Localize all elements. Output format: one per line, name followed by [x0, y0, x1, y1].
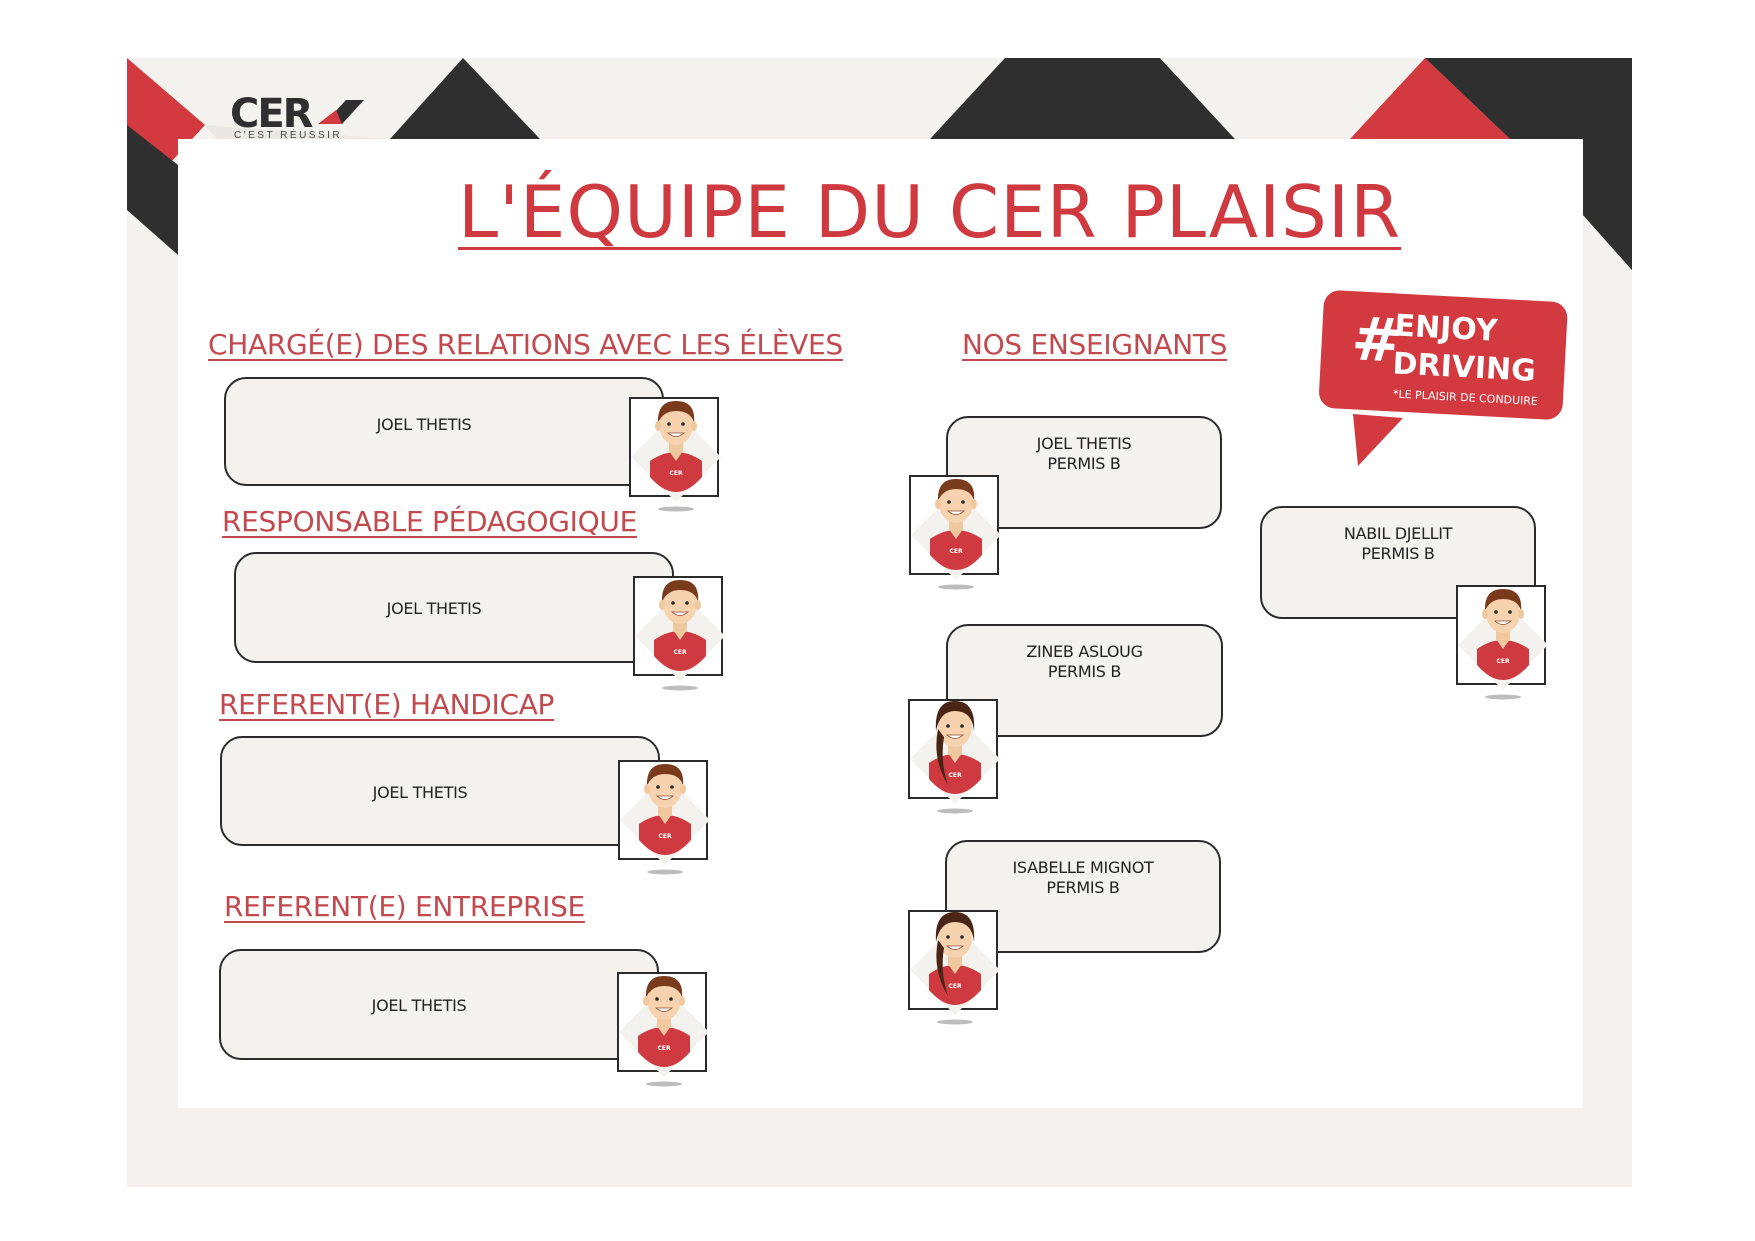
female-instructor-icon: CER — [908, 699, 1000, 814]
page-title: L'ÉQUIPE DU CER PLAISIR — [458, 170, 1402, 254]
teacher-role: PERMIS B — [1047, 662, 1122, 681]
cer-logo: CER C'EST RÉUSSIR — [230, 92, 370, 142]
teacher-name: ISABELLE MIGNOT — [1012, 858, 1154, 877]
logo-wordmark: CER — [230, 91, 313, 137]
speech-bubble-icon — [1319, 290, 1568, 466]
teacher-role: PERMIS B — [1047, 454, 1121, 473]
badge-subtitle: *LE PLAISIR DE CONDUIRE — [1392, 387, 1539, 409]
logo-tagline: C'EST RÉUSSIR — [234, 130, 343, 141]
male-instructor-icon: CER — [1456, 585, 1548, 700]
female-instructor-icon: CER — [908, 910, 1000, 1025]
badge-line1: ENJOY — [1393, 308, 1499, 349]
male-avatar-icon: CER — [629, 397, 721, 512]
teacher-name: ZINEB ASLOUG — [1026, 642, 1143, 661]
heading-entreprise: REFERENT(E) ENTREPRISE — [224, 890, 585, 923]
heading-teachers: NOS ENSEIGNANTS — [962, 328, 1228, 361]
staff-card-pedagogique: JOEL THETIS — [234, 552, 674, 663]
male-instructor-icon: CER — [909, 475, 1001, 590]
staff-name: JOEL THETIS — [386, 599, 482, 618]
svg-text:CER: CER — [948, 772, 962, 779]
male-avatar-icon: CER — [618, 760, 710, 875]
staff-card-entreprise: JOEL THETIS — [219, 949, 659, 1060]
teacher-card: ISABELLE MIGNOT PERMIS B — [945, 840, 1221, 953]
teacher-name: NABIL DJELLIT — [1343, 524, 1453, 543]
teacher-card: NABIL DJELLIT PERMIS B — [1260, 506, 1536, 619]
svg-text:CER: CER — [657, 1045, 671, 1052]
staff-name: JOEL THETIS — [376, 415, 472, 434]
heading-relations: CHARGÉ(E) DES RELATIONS AVEC LES ÉLÈVES — [208, 328, 843, 361]
svg-text:CER: CER — [673, 649, 687, 656]
svg-text:CER: CER — [669, 470, 683, 477]
staff-card-handicap: JOEL THETIS — [220, 736, 660, 846]
teacher-role: PERMIS B — [1046, 878, 1120, 897]
heading-pedagogique: RESPONSABLE PÉDAGOGIQUE — [222, 505, 637, 538]
teacher-name: JOEL THETIS — [1036, 434, 1132, 453]
svg-text:CER: CER — [948, 983, 962, 990]
enjoy-driving-badge: # ENJOY DRIVING *LE PLAISIR DE CONDUIRE — [1313, 288, 1573, 468]
svg-text:CER: CER — [658, 833, 672, 840]
male-avatar-icon: CER — [633, 576, 725, 691]
staff-name: JOEL THETIS — [372, 783, 468, 802]
badge-line2: DRIVING — [1391, 346, 1537, 389]
staff-card-relations: JOEL THETIS — [224, 377, 664, 486]
svg-text:CER: CER — [1496, 658, 1510, 665]
male-avatar-icon: CER — [617, 972, 709, 1087]
svg-text:CER: CER — [949, 548, 963, 555]
teacher-role: PERMIS B — [1361, 544, 1435, 563]
staff-name: JOEL THETIS — [371, 996, 467, 1015]
logo-chevron-icon — [318, 100, 364, 124]
heading-handicap: REFERENT(E) HANDICAP — [219, 688, 555, 721]
